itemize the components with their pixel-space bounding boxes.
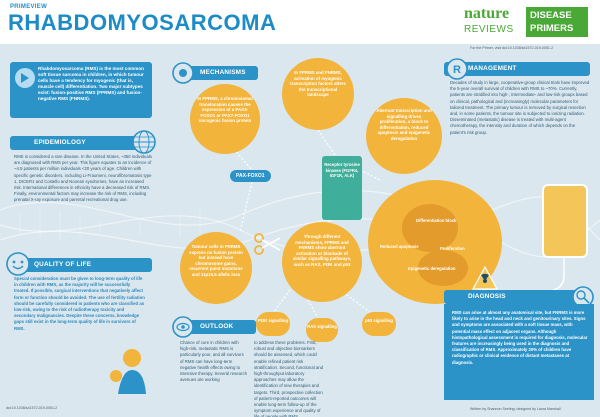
mechanism-bubble-aberrant-signalling-text: Aberrant transcription and signalling dr… — [376, 108, 432, 141]
radiation-icon — [472, 266, 498, 290]
diagnosis-title: DIAGNOSIS — [468, 293, 506, 300]
header: PRIMEVIEW RHABDOMYOSARCOMA nature REVIEW… — [0, 0, 600, 44]
receptor-tyrosine-kinases-text: Receptor tyrosine kinases (FGFR4, IGF1R,… — [324, 162, 360, 179]
tumour-label-apoptosis: Reduced apoptosis — [380, 244, 419, 249]
mechanism-bubble-transcription-text: In FPRMS and FNRMS, activation of myogen… — [290, 70, 346, 98]
logo-disease-text: DISEASE — [530, 10, 572, 21]
diagnosis-panel — [444, 304, 594, 400]
cell-icon — [172, 62, 194, 84]
intro-text: Rhabdomyosarcoma (RMS) is the most commo… — [38, 66, 144, 101]
mechanism-bubble-fnrms-text: Tumour cells in FNRMS express no fusion … — [189, 244, 243, 277]
mechanism-bubble-fprms-translocation-text: In FPRMS, a chromosomal translocation ca… — [197, 96, 253, 124]
management-header: MANAGEMENT — [444, 62, 590, 76]
mechanism-bubble-fprms-translocation — [190, 84, 260, 154]
intro-panel: Rhabdomyosarcoma (RMS) is the most commo… — [10, 62, 152, 118]
citation-link[interactable]: For the Primer, visit doi:10.1038/s41572… — [470, 46, 554, 50]
outlook-title: OUTLOOK — [200, 323, 234, 330]
scissors-icon — [254, 233, 281, 255]
tumour-cell-cluster — [402, 204, 458, 252]
mechanisms-header: MECHANISMS — [176, 66, 258, 80]
outlook-text-continued: to address these problems. First, robust… — [254, 340, 324, 417]
header-kicker: PRIMEVIEW — [10, 4, 48, 10]
logo-reviews-text: REVIEWS — [464, 24, 514, 35]
globe-icon — [132, 130, 156, 154]
pathway-pill-p53: p53 signalling — [362, 312, 396, 336]
tumour-label-epigenetic: Epigenetic deregulation — [408, 266, 456, 271]
footer-credits: Written by Shannon Seeling; designed by … — [470, 407, 561, 411]
mechanism-bubble-transcription — [282, 58, 354, 130]
doctor-icon: R — [446, 58, 468, 80]
quality-of-life-title: QUALITY OF LIFE — [34, 261, 92, 268]
tumour-label-proliferation: Proliferation — [440, 246, 465, 251]
quality-of-life-header: QUALITY OF LIFE — [10, 258, 152, 272]
page-title: RHABDOMYOSARCOMA — [8, 10, 277, 35]
logo-disease-primers: DISEASE PRIMERS — [526, 7, 588, 37]
smiley-icon — [6, 252, 30, 276]
epidemiology-header: EPIDEMIOLOGY — [10, 136, 152, 150]
play-icon — [15, 68, 35, 88]
diagnosis-header: DIAGNOSIS — [444, 290, 590, 304]
logo-primers-text: PRIMERS — [530, 23, 574, 34]
tumour-cell-cluster-lower — [418, 250, 468, 286]
diagnosis-text: RMS can arise at almost any anatomical s… — [452, 310, 588, 365]
mechanism-bubble-signalling-pathways-text: Through different mechanisms, FPRMS and … — [292, 234, 352, 267]
footer-doi[interactable]: doi:10.1038/s41572-019-0051-2 — [6, 406, 58, 410]
pax-foxo1-label: PAX-FOXO1 — [230, 170, 271, 182]
receptor-tyrosine-kinases-box — [322, 156, 362, 220]
management-title: MANAGEMENT — [468, 65, 517, 72]
epidemiology-title: EPIDEMIOLOGY — [34, 139, 86, 146]
svg-text:R: R — [453, 64, 461, 76]
eye-icon — [172, 316, 194, 338]
outlook-header: OUTLOOK — [176, 320, 256, 334]
pathway-pill-ras: RAS signalling — [306, 318, 338, 342]
child-illustration — [110, 349, 146, 394]
management-text: Decades of study in large, cooperative-g… — [450, 80, 590, 135]
logo-nature-text: nature — [464, 5, 510, 22]
mechanism-bubble-signalling-pathways — [282, 222, 362, 302]
epidemiology-text: RMS is considered a rare disease. In the… — [14, 154, 152, 203]
mechanisms-title: MECHANISMS — [200, 69, 246, 76]
outlook-text: Chance of cure in children with high-ris… — [180, 340, 248, 383]
pathway-pill-pi3k: PI3K signalling — [256, 312, 290, 336]
journal-logo[interactable]: nature REVIEWS DISEASE PRIMERS — [462, 5, 590, 39]
logo-nature-reviews: nature REVIEWS — [462, 5, 524, 39]
mechanism-bubble-aberrant-signalling — [366, 98, 442, 174]
iv-bag-icon — [542, 184, 588, 258]
tumour-label-differentiation: Differentiation block — [416, 218, 457, 223]
quality-of-life-text: Special consideration must be given to l… — [14, 276, 145, 331]
mechanism-bubble-fnrms — [180, 232, 252, 304]
